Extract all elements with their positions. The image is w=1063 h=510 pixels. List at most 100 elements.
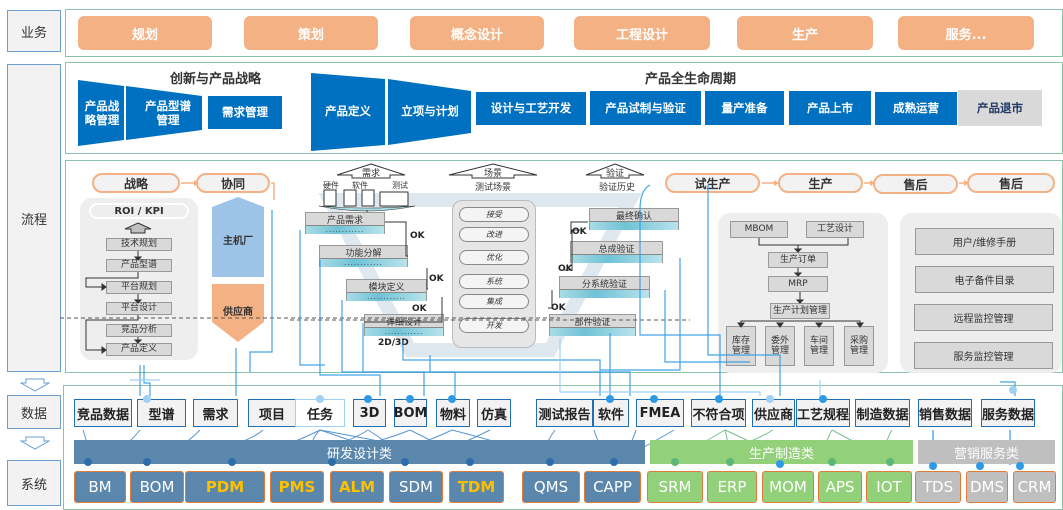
system-srm[interactable]: SRM [647, 471, 703, 503]
ok-label: OK [429, 274, 444, 284]
data-bom[interactable]: BOM [394, 399, 427, 427]
system-crm[interactable]: CRM [1013, 471, 1056, 503]
production-process-design[interactable]: 工艺设计 [806, 221, 864, 238]
connector-dot [546, 458, 554, 466]
verify-arrow-label: 验证 [605, 169, 624, 179]
connector-dot [406, 395, 414, 403]
row-label-system: 系统 [7, 460, 61, 506]
pill-label: 战略 [123, 176, 148, 191]
ok-label: OK [558, 264, 573, 274]
connector-dot [610, 458, 618, 466]
data-project[interactable]: 项目 [248, 399, 296, 427]
system-mom[interactable]: MOM [762, 471, 814, 503]
roi-step[interactable]: 竞品分析 [106, 324, 172, 337]
stage-label: 规划 [131, 27, 158, 43]
service-item-manual[interactable]: 用户/维修手册 [915, 228, 1054, 255]
strategy-item-lineup[interactable]: 产品型谱 管理 [145, 98, 191, 127]
system-tdm[interactable]: TDM [449, 471, 504, 503]
business-stage-planning[interactable]: 规划 [78, 16, 212, 50]
step-label: 总成验证 [598, 244, 635, 255]
system-pms[interactable]: PMS [270, 471, 324, 503]
data-material[interactable]: 物料 [436, 399, 470, 427]
service-item-parts-catalog[interactable]: 电子备件目录 [915, 266, 1054, 293]
data-test-report[interactable]: 测试报告 [536, 399, 593, 427]
lifecycle-item-trial[interactable]: 产品试制与验证 [590, 91, 701, 125]
roi-step[interactable]: 平台规划 [106, 281, 172, 294]
step-label: 部件验证 [574, 317, 611, 328]
lifecycle-item-operation[interactable]: 成熟运营 [875, 92, 957, 125]
flow-pill-production[interactable]: 生产 [778, 173, 863, 193]
scene-pill[interactable]: 集成 [459, 294, 529, 309]
system-aps[interactable]: APS [818, 471, 862, 503]
scene-up-arrow-icon [448, 163, 538, 179]
connector-dot [316, 395, 324, 403]
flow-pill-strategy[interactable]: 战略 [92, 173, 180, 193]
system-pdm[interactable]: PDM [185, 471, 265, 503]
system-bm[interactable]: BM [74, 471, 126, 503]
lifecycle-item-design[interactable]: 设计与工艺开发 [476, 92, 586, 125]
row-label-text: 业务 [20, 25, 47, 41]
row-label-text: 流程 [20, 212, 47, 228]
data-simulation[interactable]: 仿真 [477, 399, 511, 427]
flow-pill-after-sales[interactable]: 售后 [873, 174, 958, 194]
design-step-requirements[interactable]: 产品需求............ [305, 212, 385, 234]
oem-label[interactable]: 主机厂 [223, 236, 253, 247]
roi-step[interactable]: 产品定义 [106, 343, 172, 356]
data-software[interactable]: 软件 [593, 399, 629, 427]
data-nonconformance[interactable]: 不符合项 [691, 399, 746, 427]
strategy-item-requirements[interactable]: 需求管理 [208, 96, 282, 129]
data-task[interactable]: 任务 [295, 399, 345, 427]
demand-item-test: 测试 [392, 181, 408, 190]
system-sdm[interactable]: SDM [389, 471, 443, 503]
system-erp[interactable]: ERP [707, 471, 757, 503]
data-process-spec[interactable]: 工艺规程 [796, 399, 850, 427]
strategy-item-portfolio[interactable]: 产品战 略管理 [84, 98, 120, 127]
business-stage-production[interactable]: 生产 [737, 16, 873, 50]
data-manufacturing[interactable]: 制造数据 [855, 399, 910, 427]
scene-pill[interactable]: 优化 [459, 250, 529, 265]
scene-pill[interactable]: 系统 [459, 274, 529, 289]
roi-step[interactable]: 技术规划 [106, 238, 172, 251]
pill-connector-arrows [181, 180, 969, 200]
data-sales[interactable]: 销售数据 [918, 399, 972, 427]
service-item-remote-monitor[interactable]: 远程监控管理 [914, 304, 1053, 331]
lifecycle-item-ramp-up[interactable]: 量产准备 [705, 91, 784, 125]
scene-pill[interactable]: 改进 [459, 227, 529, 242]
data-lineup[interactable]: 型谱 [137, 399, 186, 427]
connector-dot [401, 458, 409, 466]
lifecycle-item-launch[interactable]: 产品上市 [789, 91, 871, 125]
pill-label: 售后 [903, 177, 928, 192]
system-dms[interactable]: DMS [966, 471, 1008, 503]
data-fmea[interactable]: FMEA [636, 399, 684, 427]
system-alm[interactable]: ALM [330, 471, 384, 503]
lifecycle-item-retire[interactable]: 产品退市 [958, 90, 1042, 126]
system-capp[interactable]: CAPP [584, 471, 641, 503]
collab-shapes [212, 197, 264, 342]
production-workshop[interactable]: 车间 管理 [804, 326, 834, 366]
system-tds[interactable]: TDS [915, 471, 961, 503]
supplier-label[interactable]: 供应商 [223, 307, 253, 318]
lifecycle-item-definition[interactable]: 产品定义 [325, 103, 371, 118]
flow-pill-collab[interactable]: 协同 [196, 173, 270, 193]
data-competitor[interactable]: 竞品数据 [74, 399, 132, 427]
system-iot[interactable]: IOT [866, 471, 912, 503]
flow-pill-after-sales-2[interactable]: 售后 [967, 173, 1055, 193]
scene-pill[interactable]: 接受 [459, 207, 529, 222]
business-stage-service[interactable]: 服务... [898, 16, 1034, 50]
business-stage-engineering[interactable]: 工程设计 [574, 16, 710, 50]
connector-dot [364, 395, 372, 403]
data-3d[interactable]: 3D [353, 399, 386, 427]
lifecycle-item-project[interactable]: 立项与计划 [401, 103, 459, 118]
business-stage-scheme[interactable]: 策划 [244, 16, 378, 50]
system-qms[interactable]: QMS [522, 471, 580, 503]
data-requirement[interactable]: 需求 [193, 399, 238, 427]
data-service[interactable]: 服务数据 [981, 399, 1035, 427]
connector-dot [715, 395, 723, 403]
connector-dot [466, 458, 474, 466]
service-item-service-monitor[interactable]: 服务监控管理 [914, 342, 1053, 369]
lifecycle-title: 产品全生命周期 [645, 72, 737, 87]
row-label-text: 数据 [20, 406, 47, 422]
system-bom[interactable]: BOM [130, 471, 184, 503]
business-stage-concept[interactable]: 概念设计 [410, 16, 544, 50]
data-supplier[interactable]: 供应商 [752, 399, 795, 427]
